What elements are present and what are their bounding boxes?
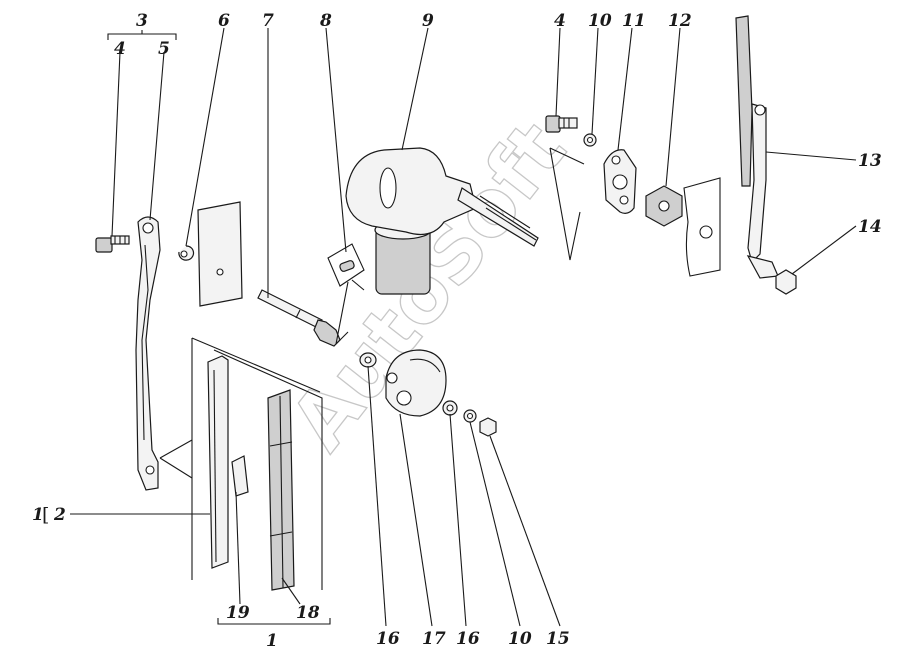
label-18: 18 (296, 603, 320, 623)
motor-housing-part-9 (345, 147, 539, 295)
spring-washer-part-6 (178, 245, 195, 261)
nut-part-15 (479, 417, 497, 437)
label-6: 6 (218, 11, 230, 31)
lever-assembly (95, 30, 177, 491)
label-5: 5 (158, 39, 170, 59)
label-10-top: 10 (588, 11, 612, 31)
nut-part-14 (775, 269, 797, 295)
label-16-right: 16 (456, 629, 480, 649)
label-4-right: 4 (554, 11, 566, 31)
washer-part-10-bottom (463, 409, 477, 423)
wiper-arm-part-13 (735, 15, 779, 279)
nut-part-12 (645, 177, 721, 277)
label-3: 3 (136, 11, 148, 31)
leader-lines (70, 27, 857, 627)
washer-part-10-top (583, 133, 597, 147)
label-15: 15 (546, 629, 570, 649)
lever-arm-part-5 (135, 216, 161, 491)
key-part-8 (327, 243, 365, 345)
bolt-part-4-right (545, 115, 578, 133)
label-14: 14 (858, 217, 882, 237)
bolt-part-4 (95, 235, 130, 253)
label-1-brace: [ (42, 504, 49, 526)
label-1-bottom: 1 (266, 631, 278, 651)
label-19: 19 (226, 603, 250, 623)
label-2: 2 (53, 505, 66, 525)
shaft-part-7 (257, 289, 341, 347)
crank-cover-part-17 (385, 349, 447, 417)
gasket-plate (197, 201, 243, 307)
label-13: 13 (858, 151, 882, 171)
label-8: 8 (319, 11, 332, 31)
washer-part-16-right (442, 400, 458, 416)
label-17: 17 (422, 629, 446, 649)
label-9: 9 (422, 11, 434, 31)
label-12: 12 (668, 11, 692, 31)
label-1-left: 1 (32, 505, 44, 525)
label-4-left: 4 (114, 39, 126, 59)
label-16-left: 16 (376, 629, 400, 649)
gasket-part-11 (603, 149, 637, 214)
label-11: 11 (622, 11, 646, 31)
washer-part-16-left (359, 352, 377, 368)
rail-assembly-part-1 (191, 337, 323, 591)
part-labels: 3 4 5 6 7 8 9 4 10 11 12 13 14 1 [ 2 19 … (32, 11, 882, 651)
label-7: 7 (262, 11, 274, 31)
label-10-bottom: 10 (508, 629, 532, 649)
